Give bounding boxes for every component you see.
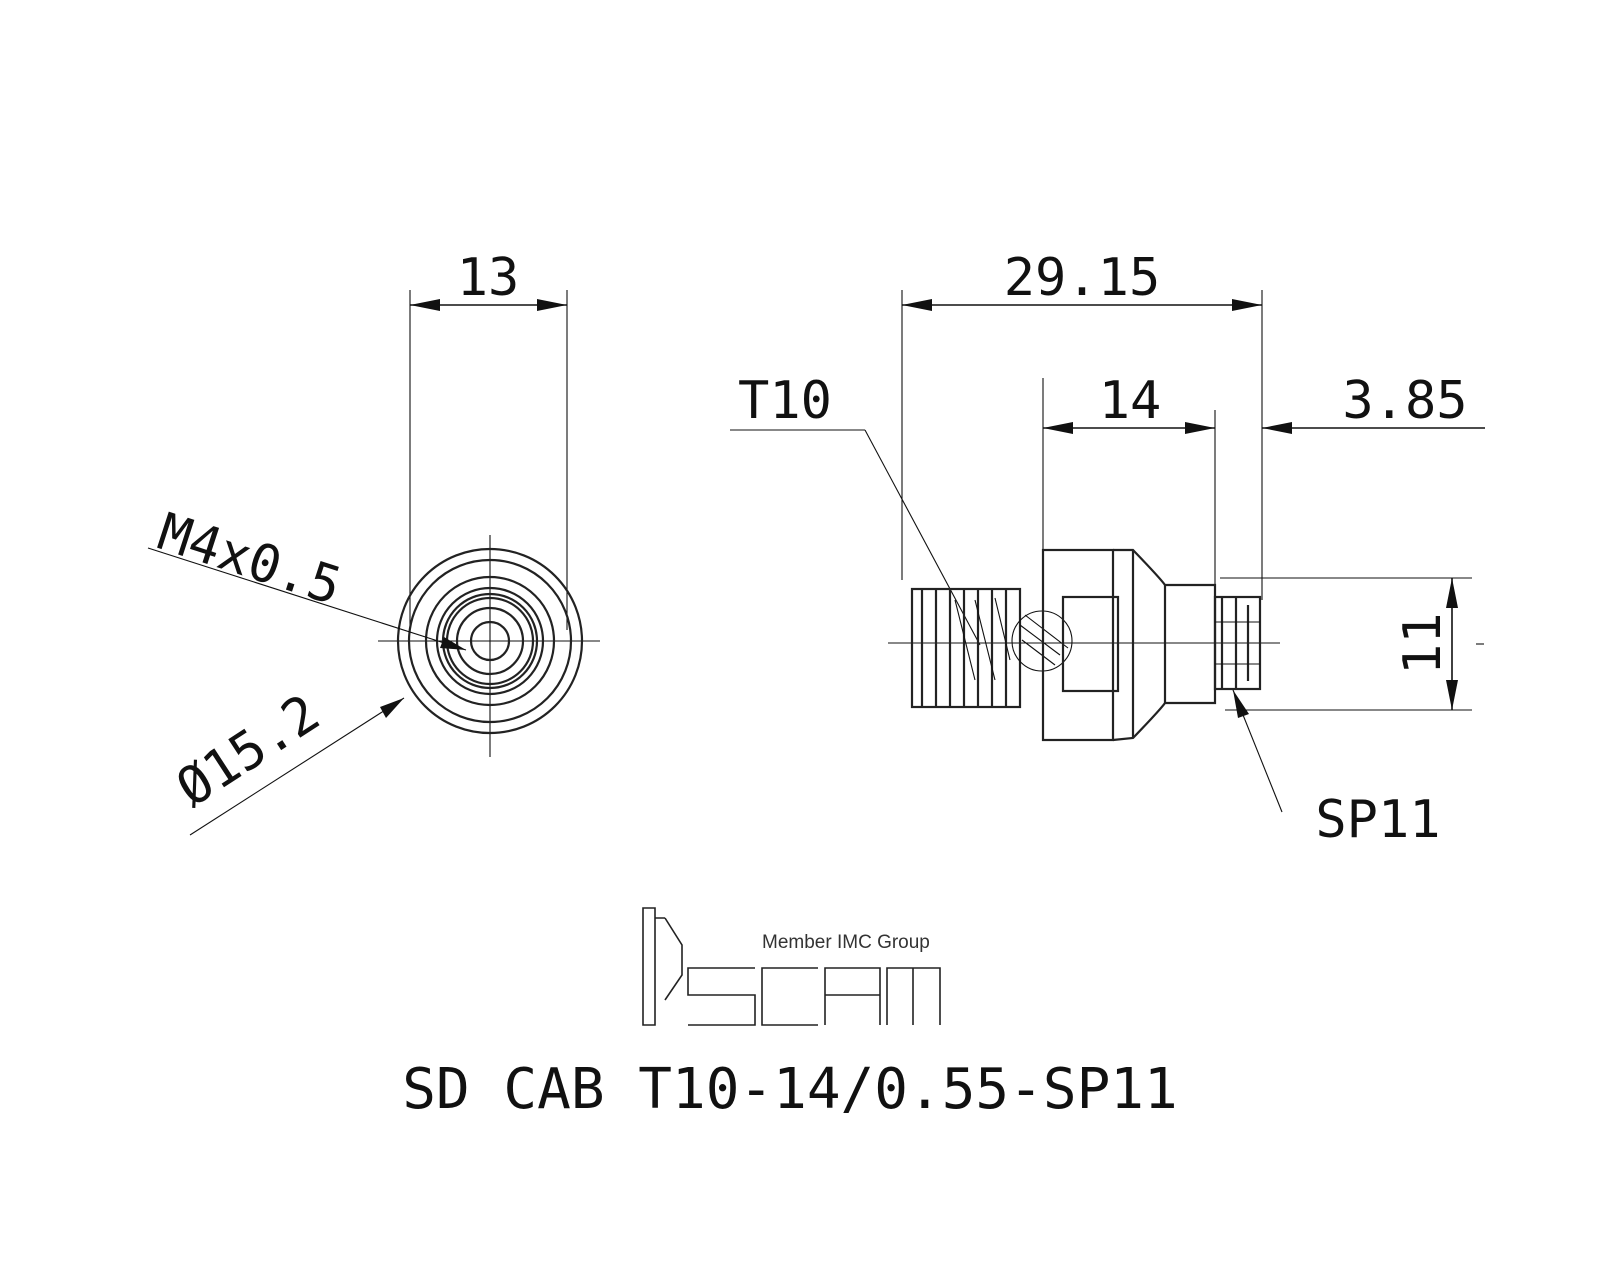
part-number-title: SD CAB T10-14/0.55-SP11 [402,1057,1177,1122]
threaded-section [910,587,1073,709]
logo-letter-s [687,967,756,1026]
hex-collar [1041,548,1115,742]
thread-helix [954,597,1011,681]
thread-leader [147,547,467,651]
tip-flats [1220,597,1250,689]
logo-letter-a [824,967,881,1025]
arrow-head [1262,422,1292,434]
arrow-head [537,299,567,311]
diameter-leader [189,697,405,836]
arrow-head [1185,422,1215,434]
hole-circle [469,620,511,662]
thread-label: M4x0.5 [151,502,348,617]
outer-diameter-circle [396,547,584,735]
body [1041,548,1217,742]
arrow-head [902,299,932,311]
diameter-label: Ø15.2 [166,683,330,819]
body-circle [407,558,573,724]
bore-circle [455,606,525,676]
dimension-11-label: 11 [1393,612,1453,675]
logo-letter-c [761,967,818,1026]
logo-letter-i [642,907,665,1026]
arrow-head [380,698,404,718]
torx-label: T10 [738,371,832,431]
side-view: 29.15 14 3.85 T10 [730,248,1485,850]
arrow-head [440,637,466,650]
arrow-head [1446,578,1458,608]
nozzle-tip [1213,595,1262,691]
iscar-logo [642,907,941,1026]
torx-leader [864,429,981,646]
thread-envelope [910,587,1022,709]
dimension-3-85-label: 3.85 [1342,371,1467,431]
arrow-head [1043,422,1073,434]
dimension-14-label: 14 [1099,371,1162,431]
logo-tagline: Member IMC Group [762,932,930,953]
arrow-head [1446,680,1458,710]
ball-hatch [1019,614,1069,666]
arrow-head [1232,299,1262,311]
tip-slots [1215,621,1260,665]
shoulder-circle [424,575,556,707]
dimension-13-label: 13 [457,248,520,308]
logo-swoosh [664,917,683,1001]
arrow-head [410,299,440,311]
thread-lines [920,589,1008,707]
arrow-head [1233,690,1249,718]
hex-flat [1061,595,1120,693]
end-view: 13 M4x0.5 Ø15.2 [147,248,600,836]
dimension-29-15-label: 29.15 [1004,248,1161,308]
tip-label: SP11 [1315,790,1440,850]
tip-body [1213,595,1262,691]
logo-letter-r [886,967,941,1025]
